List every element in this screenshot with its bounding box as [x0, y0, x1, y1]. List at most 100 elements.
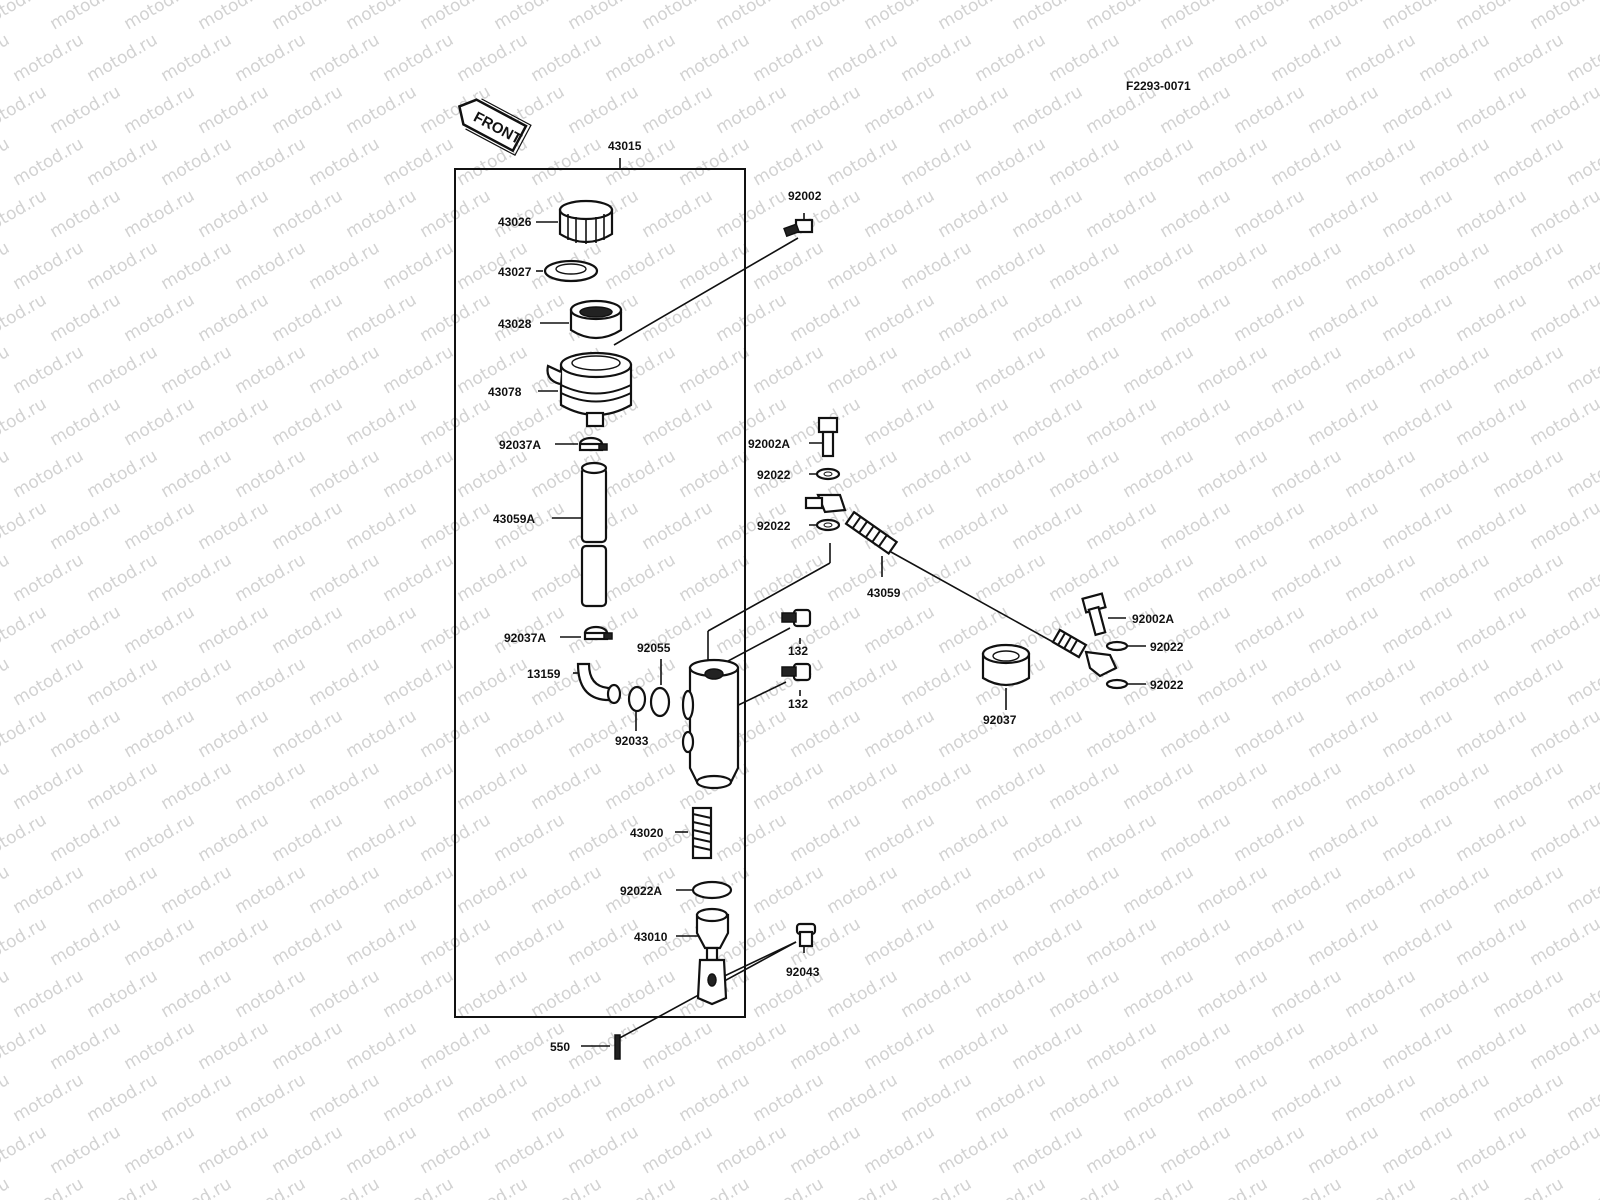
watermark-text: motod.ru	[1268, 30, 1346, 86]
watermark-text: motod.ru	[1009, 1018, 1087, 1074]
watermark-text: motod.ru	[306, 758, 384, 814]
watermark-text: motod.ru	[454, 654, 532, 710]
watermark-text: motod.ru	[269, 706, 347, 762]
watermark-text: motod.ru	[1564, 30, 1600, 86]
watermark-text: motod.ru	[565, 82, 643, 138]
watermark-text: motod.ru	[491, 498, 569, 554]
watermark-text: motod.ru	[1009, 498, 1087, 554]
watermark-text: motod.ru	[1231, 394, 1309, 450]
watermark-text: motod.ru	[528, 966, 606, 1022]
watermark-text: motod.ru	[1157, 0, 1235, 34]
watermark-text: motod.ru	[1379, 186, 1457, 242]
watermark-text: motod.ru	[1342, 550, 1420, 606]
watermark-text: motod.ru	[306, 1174, 384, 1200]
watermark-text: motod.ru	[861, 290, 939, 346]
watermark-text: motod.ru	[1379, 498, 1457, 554]
watermark-text: motod.ru	[713, 810, 791, 866]
bolt-92002-icon	[783, 218, 814, 238]
watermark-text: motod.ru	[1416, 1070, 1494, 1126]
watermark-text: motod.ru	[528, 1070, 606, 1126]
watermark-text: motod.ru	[1157, 394, 1235, 450]
watermark-text: motod.ru	[861, 706, 939, 762]
watermark-text: motod.ru	[1046, 758, 1124, 814]
assembly-label: 43015	[608, 139, 642, 153]
watermark-text: motod.ru	[121, 290, 199, 346]
watermark-text: motod.ru	[639, 0, 717, 34]
watermark-text: motod.ru	[1490, 30, 1568, 86]
watermark-text: motod.ru	[47, 394, 125, 450]
watermark-text: motod.ru	[121, 82, 199, 138]
watermark-text: motod.ru	[1527, 914, 1600, 970]
watermark-text: motod.ru	[0, 706, 50, 762]
watermark-text: motod.ru	[972, 134, 1050, 190]
watermark-text: motod.ru	[1268, 1070, 1346, 1126]
watermark-text: motod.ru	[787, 82, 865, 138]
watermark-text: motod.ru	[1453, 706, 1531, 762]
watermark-text: motod.ru	[1194, 446, 1272, 502]
watermark-text: motod.ru	[1157, 706, 1235, 762]
part-label-92022-c: 92022	[1150, 640, 1184, 654]
watermark-text: motod.ru	[787, 290, 865, 346]
watermark-text: motod.ru	[1342, 238, 1420, 294]
watermark-text: motod.ru	[1305, 290, 1383, 346]
watermark-text: motod.ru	[1416, 758, 1494, 814]
watermark-text: motod.ru	[1120, 758, 1198, 814]
watermark-text: motod.ru	[0, 30, 13, 86]
watermark-text: motod.ru	[1416, 342, 1494, 398]
watermark-text: motod.ru	[269, 498, 347, 554]
watermark-text: motod.ru	[602, 30, 680, 86]
watermark-text: motod.ru	[602, 758, 680, 814]
watermark-text: motod.ru	[824, 966, 902, 1022]
part-label-92022-d: 92022	[1150, 678, 1184, 692]
watermark-text: motod.ru	[1379, 1018, 1457, 1074]
watermark-text: motod.ru	[750, 30, 828, 86]
watermark-text: motod.ru	[84, 342, 162, 398]
part-label-92033: 92033	[615, 734, 649, 748]
watermark-text: motod.ru	[750, 342, 828, 398]
watermark-text: motod.ru	[10, 550, 88, 606]
watermark-text: motod.ru	[454, 758, 532, 814]
watermark-text: motod.ru	[380, 654, 458, 710]
watermark-text: motod.ru	[639, 290, 717, 346]
part-label-92022-a: 92022	[757, 468, 791, 482]
watermark-text: motod.ru	[1453, 290, 1531, 346]
watermark-text: motod.ru	[380, 446, 458, 502]
watermark-text: motod.ru	[0, 394, 50, 450]
watermark-text: motod.ru	[380, 758, 458, 814]
watermark-text: motod.ru	[861, 1018, 939, 1074]
watermark-text: motod.ru	[47, 602, 125, 658]
watermark-text: motod.ru	[10, 654, 88, 710]
watermark-text: motod.ru	[343, 602, 421, 658]
watermark-text: motod.ru	[343, 1122, 421, 1178]
push-rod-clevis-icon	[696, 946, 728, 1006]
watermark-text: motod.ru	[1342, 1070, 1420, 1126]
watermark-text: motod.ru	[454, 966, 532, 1022]
watermark-text: motod.ru	[824, 238, 902, 294]
watermark-text: motod.ru	[1379, 0, 1457, 34]
watermark-text: motod.ru	[602, 446, 680, 502]
watermark-text: motod.ru	[0, 862, 13, 918]
watermark-text: motod.ru	[306, 966, 384, 1022]
watermark-text: motod.ru	[1342, 966, 1420, 1022]
screw-132-upper-icon	[781, 608, 812, 628]
watermark-text: motod.ru	[454, 1070, 532, 1126]
watermark-text: motod.ru	[380, 966, 458, 1022]
cotter-pin-icon	[614, 1034, 621, 1060]
watermark-text: motod.ru	[1083, 0, 1161, 34]
watermark-text: motod.ru	[0, 1018, 50, 1074]
watermark-text: motod.ru	[787, 1018, 865, 1074]
watermark-text: motod.ru	[0, 550, 13, 606]
watermark-text: motod.ru	[121, 602, 199, 658]
watermark-text: motod.ru	[10, 862, 88, 918]
watermark-text: motod.ru	[1527, 1018, 1600, 1074]
watermark-text: motod.ru	[898, 1174, 976, 1200]
watermark-text: motod.ru	[84, 1070, 162, 1126]
watermark-text: motod.ru	[343, 810, 421, 866]
watermark-text: motod.ru	[121, 1018, 199, 1074]
watermark-text: motod.ru	[1009, 82, 1087, 138]
watermark-text: motod.ru	[1379, 602, 1457, 658]
watermark-text: motod.ru	[1231, 1018, 1309, 1074]
watermark-text: motod.ru	[1564, 342, 1600, 398]
watermark-text: motod.ru	[972, 1070, 1050, 1126]
watermark-text: motod.ru	[0, 342, 13, 398]
